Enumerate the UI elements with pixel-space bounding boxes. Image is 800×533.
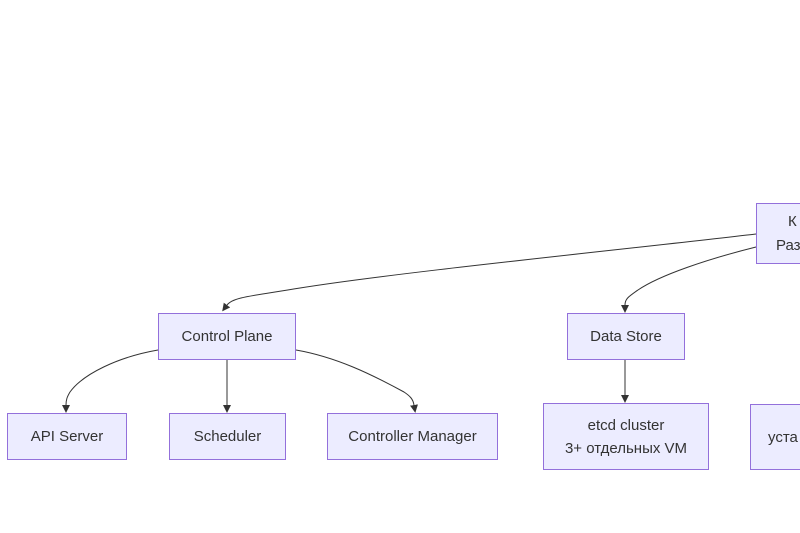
node-root-truncated: К Раз xyxy=(756,203,800,264)
node-etcd-label-line1: etcd cluster xyxy=(587,416,665,434)
node-scheduler: Scheduler xyxy=(169,413,286,460)
node-controller-manager-label: Controller Manager xyxy=(348,427,477,445)
node-api-server-label: API Server xyxy=(30,427,104,445)
node-etcd-cluster: etcd cluster 3+ отдельных VM xyxy=(543,403,709,470)
node-data-store-label: Data Store xyxy=(590,327,662,345)
node-install-truncated: уста xyxy=(750,404,800,470)
edge-control-plane-to-api-server xyxy=(62,349,159,413)
node-api-server: API Server xyxy=(7,413,127,460)
node-control-plane: Control Plane xyxy=(158,313,296,360)
node-root-label-line1: К xyxy=(788,212,797,230)
edge-control-plane-to-controller-manager xyxy=(295,349,418,413)
node-control-plane-label: Control Plane xyxy=(181,327,273,345)
node-controller-manager: Controller Manager xyxy=(327,413,498,460)
node-data-store: Data Store xyxy=(567,313,685,360)
node-etcd-label-line2: 3+ отдельных VM xyxy=(564,439,688,457)
node-install-label-line2: уста xyxy=(768,428,798,446)
edge-root-to-control-plane xyxy=(222,233,757,312)
node-scheduler-label: Scheduler xyxy=(193,427,262,445)
node-root-label-line2: Раз xyxy=(776,236,800,254)
edge-root-to-data-store xyxy=(621,246,757,313)
